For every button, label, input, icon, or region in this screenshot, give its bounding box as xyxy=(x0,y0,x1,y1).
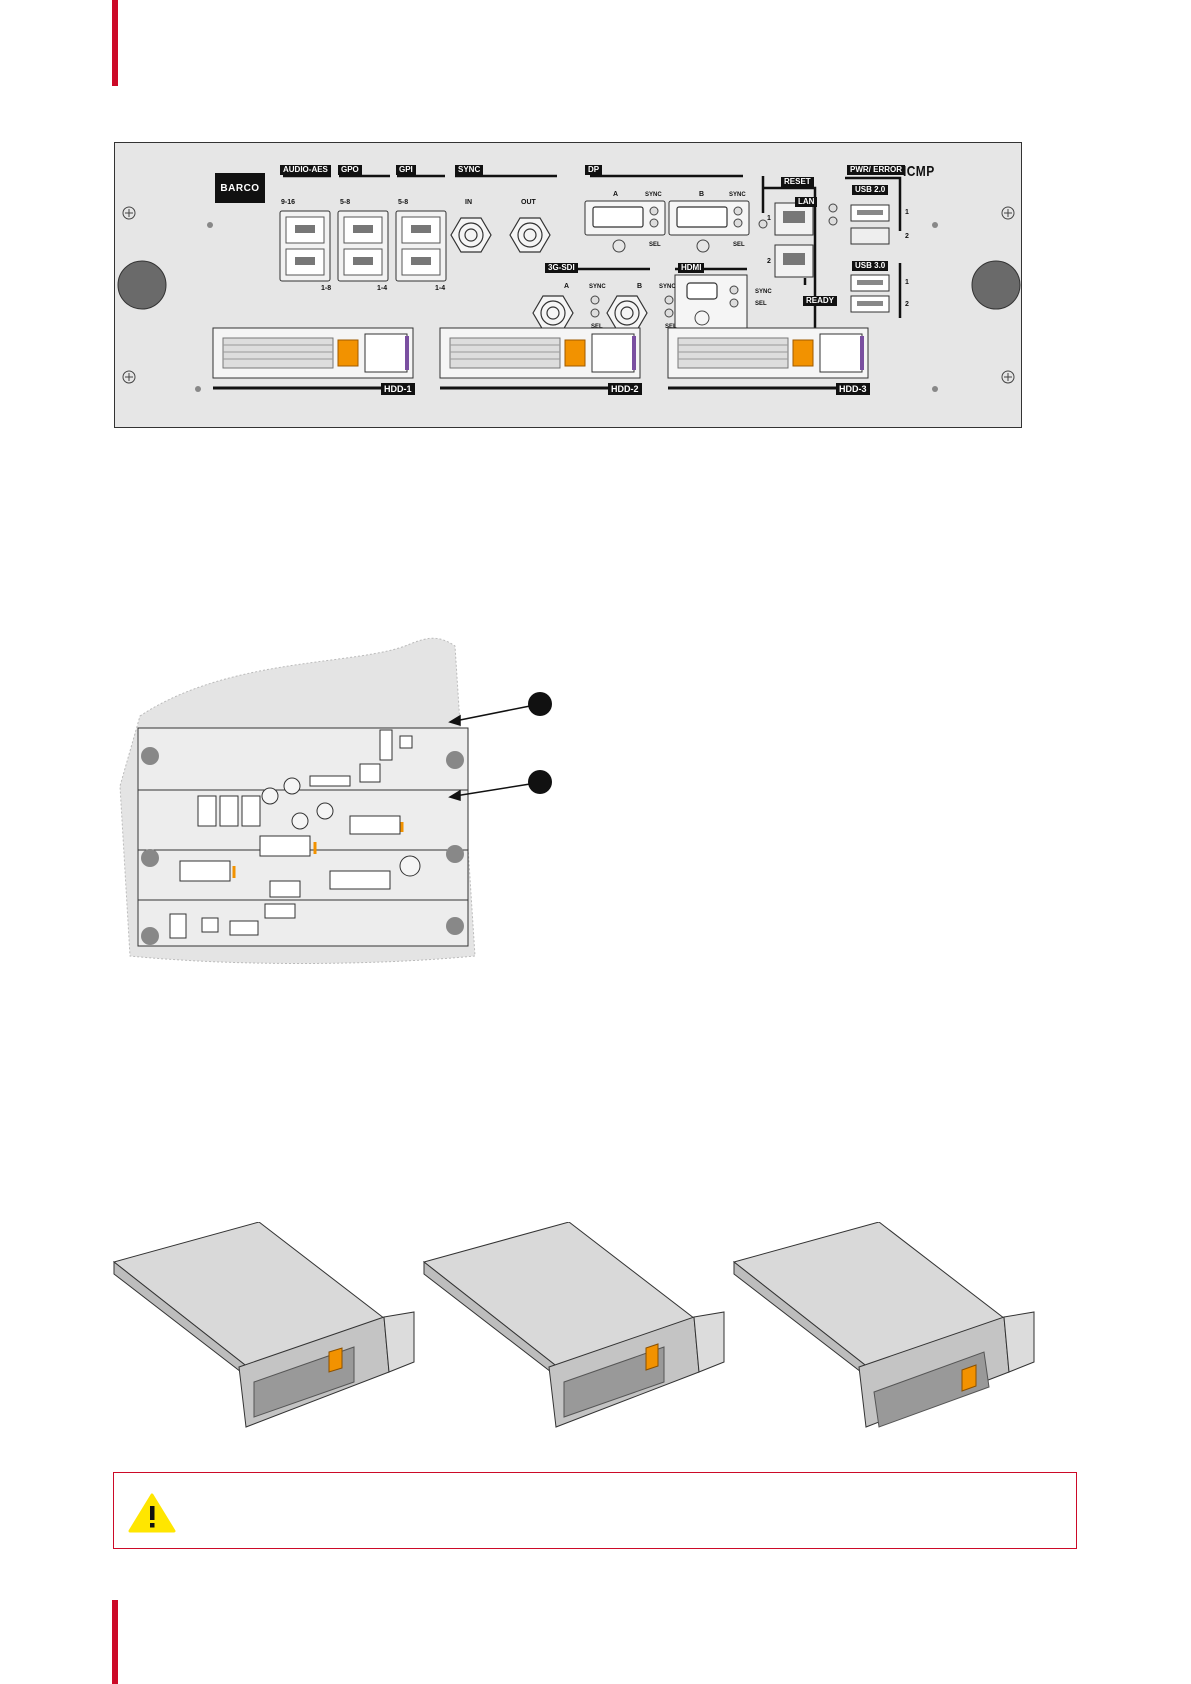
label-hdd-2: HDD-2 xyxy=(608,383,642,395)
label-gpi: GPI xyxy=(396,165,416,175)
label-dp-b-sync: SYNC xyxy=(729,191,746,199)
hdd-tray-step-1 xyxy=(114,1222,414,1427)
label-usb30-2: 2 xyxy=(905,301,909,309)
label-sdi-a-sel: SEL xyxy=(591,323,603,331)
label-gpo-top: 5-8 xyxy=(340,199,350,207)
callout-1 xyxy=(528,692,552,716)
label-sync-out: OUT xyxy=(521,199,536,207)
label-usb20-2: 2 xyxy=(905,233,909,241)
hdd-tray-step-3 xyxy=(734,1222,1034,1427)
label-reset: RESET xyxy=(781,177,814,187)
hdd-tray-step-2 xyxy=(424,1222,724,1427)
label-dp-a: A xyxy=(613,191,618,199)
barco-logo: BARCO xyxy=(215,173,265,203)
icmp-perspective-illustration xyxy=(110,636,570,966)
label-audio-bottom: 1-8 xyxy=(321,285,331,293)
icmp-front-panel: BARCO ICMP AUDIO-AES GPO GPI SYNC DP RES… xyxy=(114,142,1022,428)
page-marker-top xyxy=(112,0,118,86)
label-ready: READY xyxy=(803,296,837,306)
label-gpo-bottom: 1-4 xyxy=(377,285,387,293)
label-dp-b: B xyxy=(699,191,704,199)
label-usb20: USB 2.0 xyxy=(852,185,888,195)
page-marker-bottom xyxy=(112,1600,118,1684)
label-3g-sdi: 3G-SDI xyxy=(545,263,578,273)
label-usb20-1: 1 xyxy=(905,209,909,217)
warning-triangle-icon xyxy=(128,1493,176,1533)
label-sdi-b: B xyxy=(637,283,642,291)
label-lan: LAN xyxy=(795,197,817,207)
label-lan-1: 1 xyxy=(767,215,771,223)
label-lan-2: 2 xyxy=(767,258,771,266)
label-audio-aes: AUDIO-AES xyxy=(280,165,331,175)
caution-box xyxy=(113,1472,1077,1549)
label-gpi-bottom: 1-4 xyxy=(435,285,445,293)
label-dp-b-sel: SEL xyxy=(733,241,745,249)
label-gpo: GPO xyxy=(338,165,362,175)
label-dp: DP xyxy=(585,165,602,175)
label-sdi-b-sync: SYNC xyxy=(659,283,676,291)
label-hdmi: HDMI xyxy=(678,263,704,273)
product-name: ICMP xyxy=(903,163,935,180)
label-gpi-top: 5-8 xyxy=(398,199,408,207)
label-dp-a-sync: SYNC xyxy=(645,191,662,199)
label-pwr-error: PWR/ ERROR xyxy=(847,165,905,175)
label-dp-a-sel: SEL xyxy=(649,241,661,249)
hdd-removal-steps xyxy=(110,1222,1040,1442)
label-usb30-1: 1 xyxy=(905,279,909,287)
callout-2 xyxy=(528,770,552,794)
label-sync: SYNC xyxy=(455,165,483,175)
label-hdmi-sel: SEL xyxy=(755,300,767,308)
label-hdmi-sync: SYNC xyxy=(755,288,772,296)
label-sdi-a: A xyxy=(564,283,569,291)
label-hdd-3: HDD-3 xyxy=(836,383,870,395)
label-usb30: USB 3.0 xyxy=(852,261,888,271)
label-sync-in: IN xyxy=(465,199,472,207)
label-sdi-b-sel: SEL xyxy=(665,323,677,331)
label-hdd-1: HDD-1 xyxy=(381,383,415,395)
label-sdi-a-sync: SYNC xyxy=(589,283,606,291)
label-audio-top: 9-16 xyxy=(281,199,295,207)
